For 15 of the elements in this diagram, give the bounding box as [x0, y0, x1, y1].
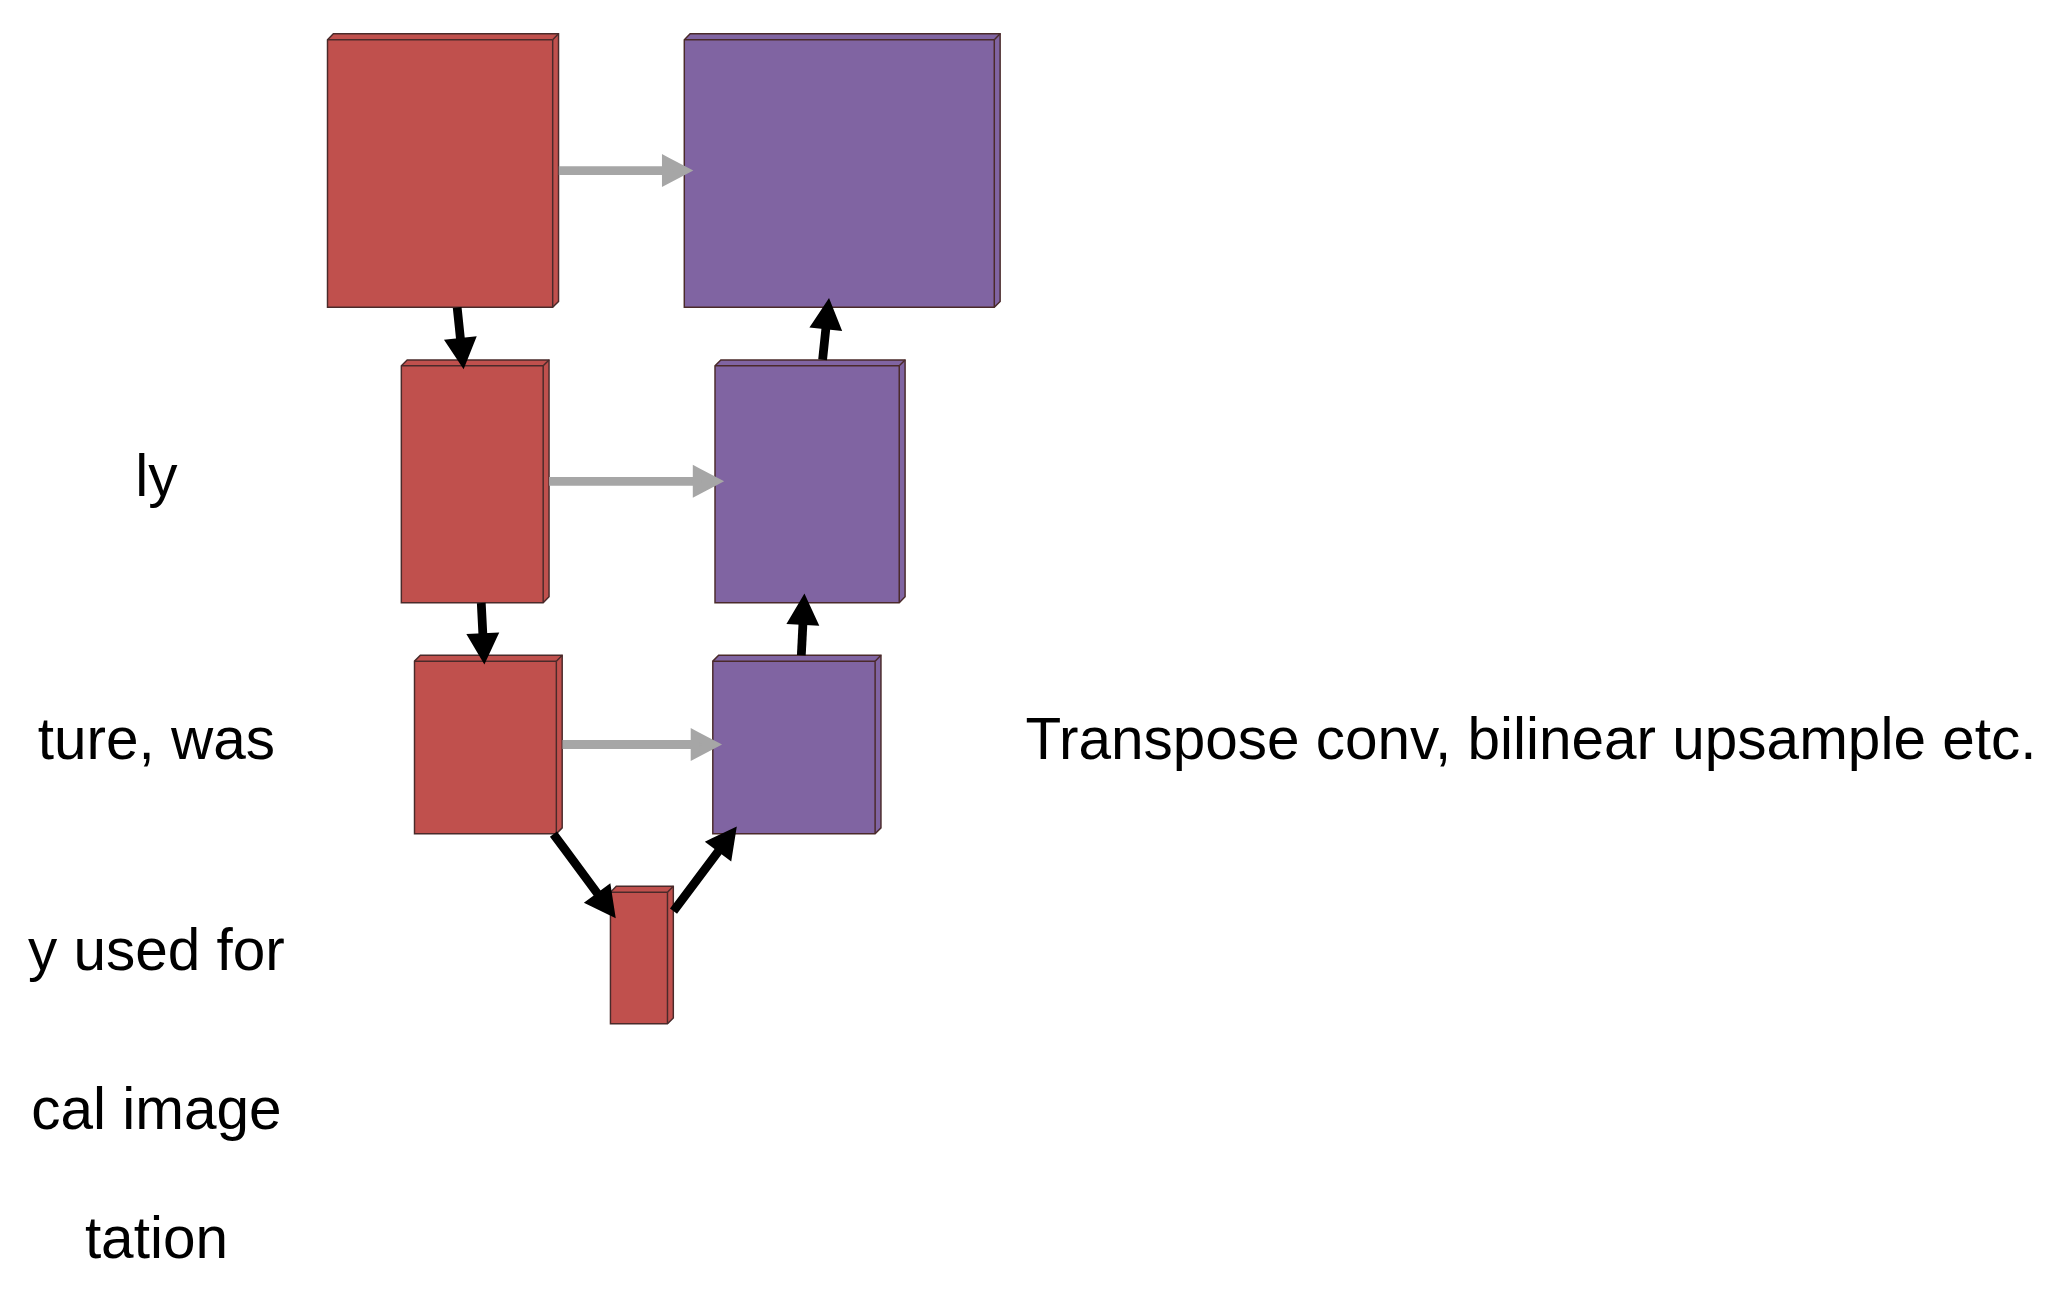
label: y used for	[28, 916, 285, 982]
label: Transpose conv, bilinear upsample etc.	[1025, 705, 2037, 771]
arrow	[549, 464, 725, 498]
label: cal image	[31, 1075, 282, 1141]
arrow	[786, 593, 820, 655]
label: ture, was	[37, 705, 276, 771]
arrow	[670, 825, 737, 914]
arrow	[444, 306, 477, 369]
arrow	[558, 153, 694, 187]
label: ly	[135, 442, 178, 508]
label: tation	[84, 1204, 228, 1270]
arrow	[466, 602, 500, 665]
arrow	[549, 830, 616, 918]
arrow	[809, 297, 843, 360]
arrow	[562, 727, 723, 761]
